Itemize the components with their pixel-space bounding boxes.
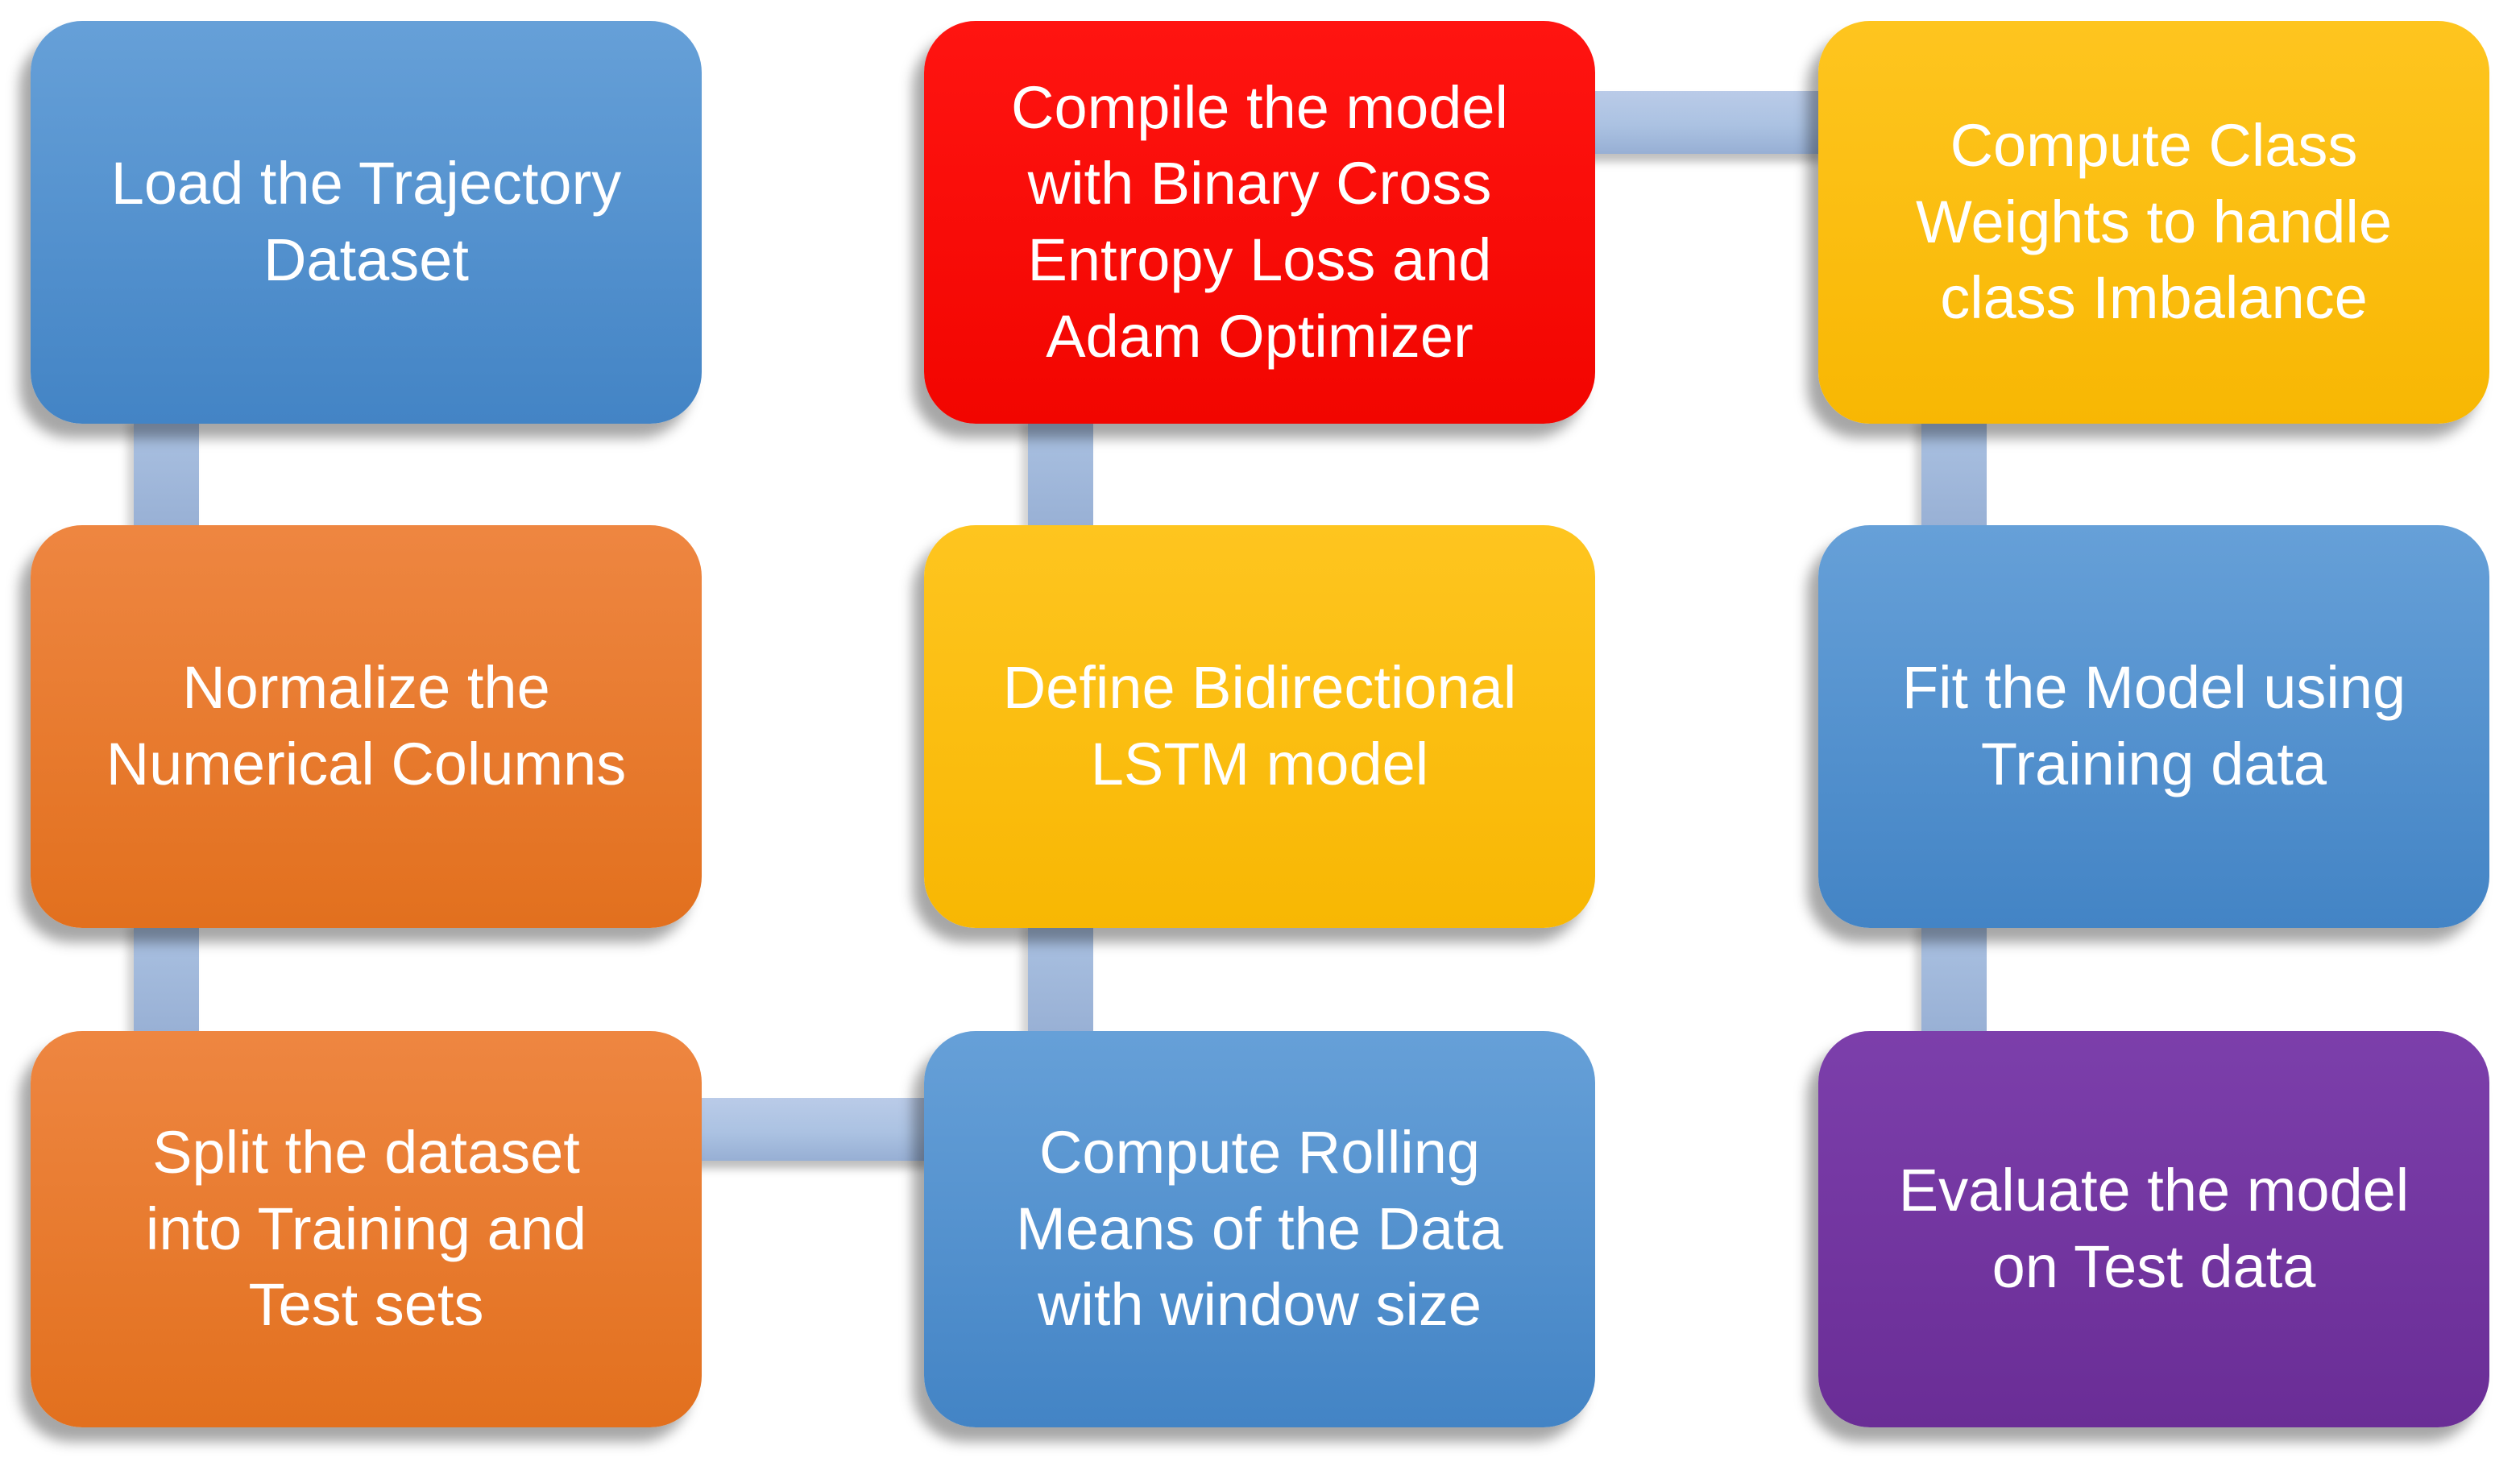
connector-rolling-means-to-define-lstm [1028,920,1093,1039]
node-normalize-columns: Normalize the Numerical Columns [31,525,702,928]
node-compile-model: Compile the model with Binary Cross Entr… [924,21,1595,424]
connector-split-to-rolling-means [693,1098,933,1161]
node-load-dataset: Load the Trajectory Dataset [31,21,702,424]
node-class-weights: Compute Class Weights to handle class Im… [1818,21,2489,424]
node-define-lstm-label: Define Bidirectional LSTM model [1002,654,1517,797]
connector-define-lstm-to-compile [1028,416,1093,533]
node-rolling-means: Compute Rolling Means of the Data with w… [924,1031,1595,1427]
node-split-dataset-label: Split the dataset into Training and Test… [145,1118,587,1339]
node-rolling-means-label: Compute Rolling Means of the Data with w… [1016,1118,1503,1339]
node-evaluate-model: Evaluate the model on Test data [1818,1031,2489,1427]
connector-class-weights-to-fit [1921,416,1987,533]
node-fit-model-label: Fit the Model using Training data [1901,654,2406,797]
node-fit-model: Fit the Model using Training data [1818,525,2489,928]
node-define-lstm: Define Bidirectional LSTM model [924,525,1595,928]
node-class-weights-label: Compute Class Weights to handle class Im… [1915,111,2393,332]
node-load-dataset-label: Load the Trajectory Dataset [110,150,622,293]
node-compile-model-label: Compile the model with Binary Cross Entr… [1011,73,1508,370]
connector-fit-to-evaluate [1921,920,1987,1039]
node-evaluate-model-label: Evaluate the model on Test data [1898,1157,2410,1300]
node-normalize-columns-label: Normalize the Numerical Columns [106,654,627,797]
connector-compile-to-class-weights [1586,91,1826,154]
node-split-dataset: Split the dataset into Training and Test… [31,1031,702,1427]
connector-load-to-normalize [134,416,199,533]
connector-normalize-to-split [134,920,199,1039]
